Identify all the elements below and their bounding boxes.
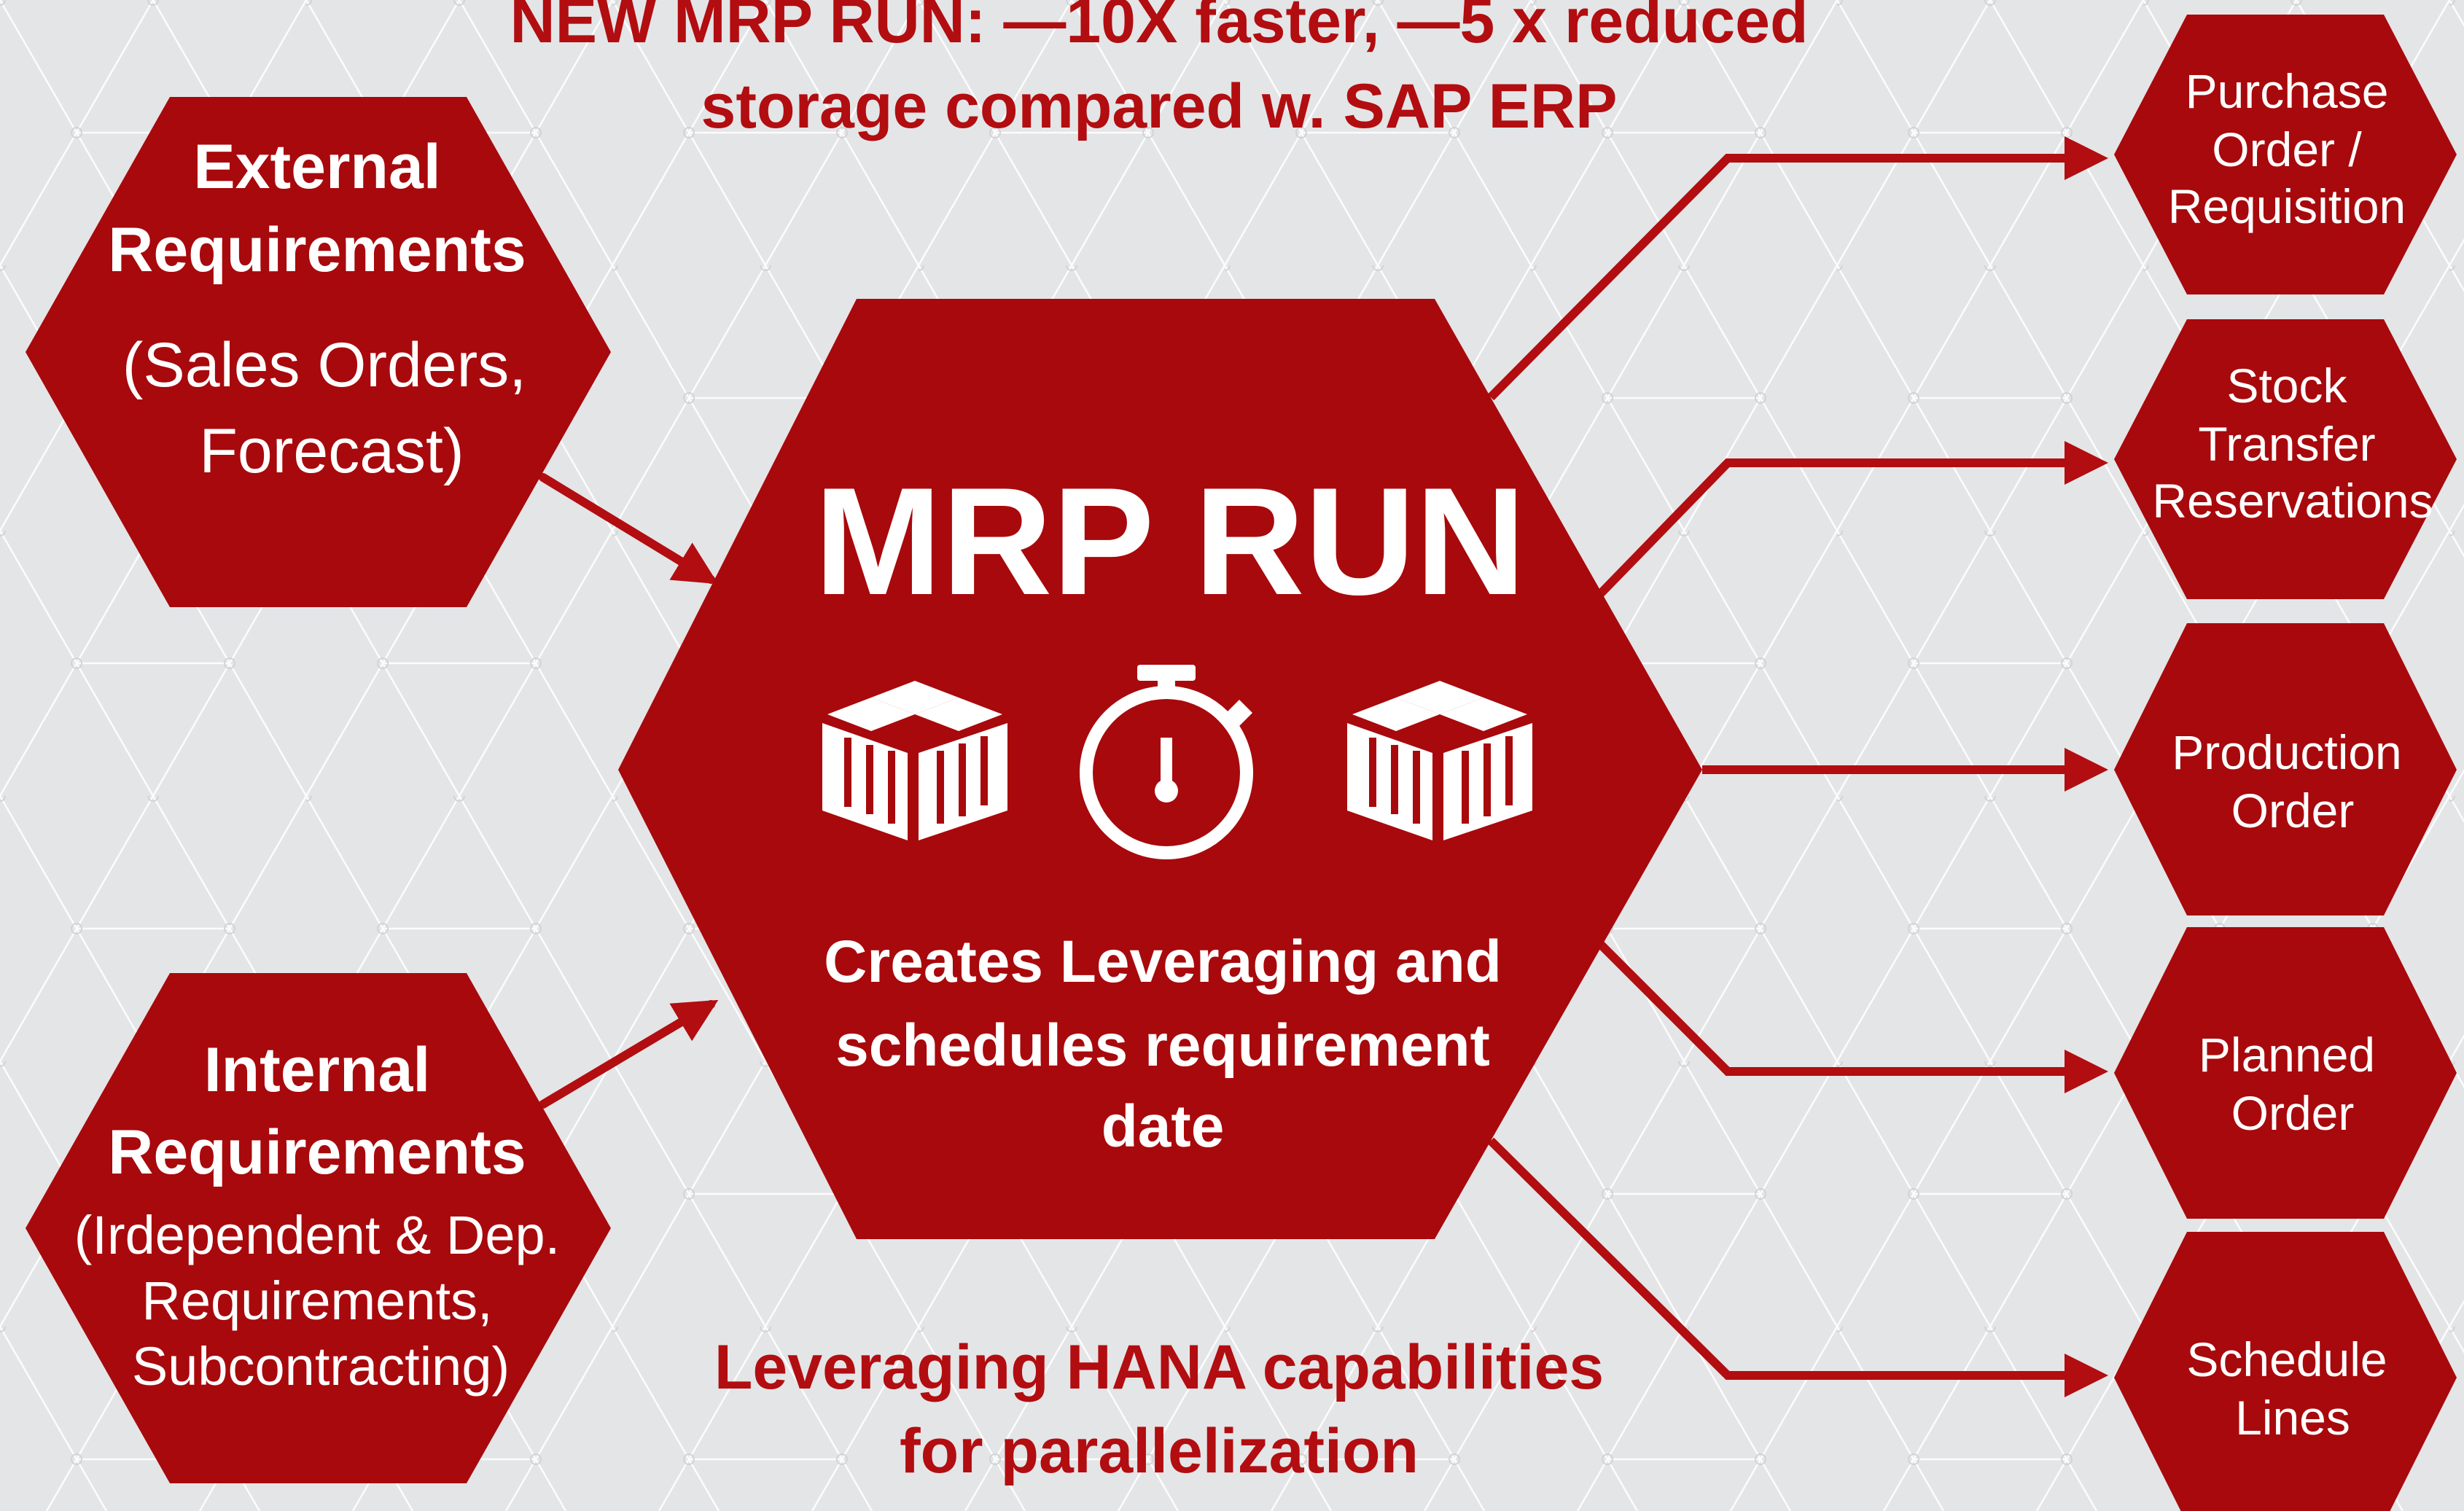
external-requirements-hexagon: External Requirements (Sales Orders, For… xyxy=(26,97,611,607)
output-stock-transfer: Stock Transfer Reservations xyxy=(2114,319,2457,599)
footer-caption: Leveraging HANA capabilities for paralle… xyxy=(714,1332,1604,1486)
arrow-internal-to-mrp xyxy=(539,999,719,1109)
arrow-external-to-mrp xyxy=(539,473,719,585)
production-order-line-1: Production xyxy=(2172,725,2402,779)
output-arrows xyxy=(1487,136,2108,1397)
internal-sub-3: Subcontracting) xyxy=(132,1336,510,1397)
mrp-description-1: Creates Leveraging and xyxy=(824,929,1502,995)
arrow-to-stock-transfer xyxy=(1596,441,2108,598)
planned-order-line-1: Planned xyxy=(2199,1028,2375,1082)
arrow-to-purchase-order xyxy=(1487,136,2108,401)
internal-sub-2: Requirements, xyxy=(141,1270,492,1331)
output-planned-order: Planned Order xyxy=(2114,927,2457,1219)
external-title-2: Requirements xyxy=(108,215,526,285)
internal-sub-1: (Irdependent & Dep. xyxy=(74,1205,560,1265)
headline-line-1: NEW MRP RUN: —10X faster, —5 x reduced xyxy=(510,0,1808,56)
boxes-icon xyxy=(822,681,1007,840)
mrp-description-2: schedules requirement xyxy=(835,1012,1490,1079)
purchase-order-line-2: Order / xyxy=(2212,122,2362,176)
footer-line-2: for parallelization xyxy=(900,1416,1419,1486)
output-schedule-lines: Schedule Lines xyxy=(2114,1232,2457,1511)
mrp-description-3: date xyxy=(1102,1093,1225,1160)
boxes-icon xyxy=(1347,681,1532,840)
stock-transfer-line-3: Reservations xyxy=(2152,474,2433,528)
footer-line-1: Leveraging HANA capabilities xyxy=(714,1332,1604,1402)
stock-transfer-line-1: Stock xyxy=(2226,359,2347,413)
output-production-order: Production Order xyxy=(2114,623,2457,915)
stock-transfer-line-2: Transfer xyxy=(2198,417,2375,471)
external-title-1: External xyxy=(193,132,440,202)
purchase-order-line-3: Requisition xyxy=(2168,179,2406,233)
arrow-to-schedule-lines xyxy=(1487,1137,2108,1397)
planned-order-line-2: Order xyxy=(2231,1086,2355,1140)
headline-line-2: storage compared w. SAP ERP xyxy=(701,71,1618,141)
mrp-run-hexagon: MRP RUN xyxy=(618,299,1702,1239)
headline: NEW MRP RUN: —10X faster, —5 x reduced s… xyxy=(510,0,1808,141)
purchase-order-line-1: Purchase xyxy=(2186,64,2389,118)
arrow-to-planned-order xyxy=(1596,940,2108,1093)
stopwatch-icon xyxy=(1080,665,1253,859)
mrp-run-title: MRP RUN xyxy=(814,456,1526,627)
external-sub-2: Forecast) xyxy=(199,416,464,486)
input-arrows xyxy=(539,473,719,1109)
external-sub-1: (Sales Orders, xyxy=(122,330,526,400)
internal-requirements-hexagon: Internal Requirements (Irdependent & Dep… xyxy=(26,973,611,1483)
output-purchase-order: Purchase Order / Requisition xyxy=(2114,15,2457,294)
schedule-lines-line-1: Schedule xyxy=(2186,1332,2387,1386)
production-order-line-2: Order xyxy=(2231,784,2355,838)
internal-title-1: Internal xyxy=(204,1035,431,1105)
schedule-lines-line-2: Lines xyxy=(2235,1391,2350,1445)
internal-title-2: Requirements xyxy=(108,1117,526,1187)
